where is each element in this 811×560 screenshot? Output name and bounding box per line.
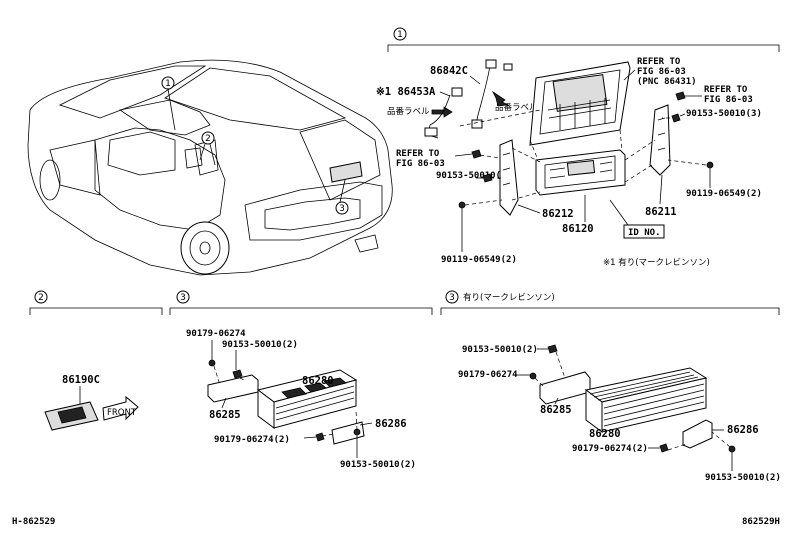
section-2: 2 86190C FRONT — [29, 290, 163, 431]
section-2-callout: 2 — [38, 293, 44, 303]
section-3-callout: 3 — [180, 293, 186, 303]
refer-2b: FIG 86-03 — [704, 95, 753, 105]
footer-right-code: 862529H — [742, 517, 780, 527]
note-1: ※1 有り(マークレビンソン) — [603, 257, 710, 268]
label-hinban-1: 品番ラベル — [387, 106, 430, 117]
car-illustration: 1 2 3 — [27, 59, 393, 276]
label-s3-86285: 86285 — [209, 409, 241, 421]
label-90119-left: 90119-06549(2) — [441, 255, 517, 265]
label-86190C: 86190C — [62, 374, 100, 386]
label-s3-90153-b: 90153-50010(2) — [340, 460, 416, 470]
label-s3-90179-a: 90179-06274 — [186, 329, 246, 339]
refer-1c: (PNC 86431) — [637, 77, 697, 87]
label-s3-86280: 86280 — [302, 375, 334, 387]
label-90119-right: 90119-06549(2) — [686, 189, 762, 199]
section-1-callout: 1 — [397, 30, 403, 40]
front-arrow-label: FRONT — [107, 408, 137, 418]
label-s3b-90179-a: 90179-06274 — [458, 370, 518, 380]
section-3b-callout: 3 — [449, 293, 455, 303]
label-s3b-86286: 86286 — [727, 424, 759, 436]
label-s3b-86285: 86285 — [540, 404, 572, 416]
label-s3-90179-b: 90179-06274(2) — [214, 435, 290, 445]
section-1: 1 86842C ※1 86453A 品番ラベル 品番ラベル REFER TO … — [376, 27, 780, 268]
callout-1: 1 — [165, 79, 171, 89]
refer-1b: FIG 86-03 — [637, 67, 686, 77]
refer-1a: REFER TO — [637, 57, 681, 67]
label-id-no: ID NO. — [628, 228, 661, 238]
label-86842C: 86842C — [430, 65, 468, 77]
footer-left-code: H-862529 — [12, 517, 55, 527]
refer-3a: REFER TO — [396, 149, 440, 159]
label-s3-90153-a: 90153-50010(2) — [222, 340, 298, 350]
section-3: 3 90179-06274 90153-50010(2) 86285 86280… — [169, 290, 433, 470]
section-3b: 3 有り(マークレビンソン) 90153-50010(2) 90179-0627… — [440, 290, 781, 483]
label-86120: 86120 — [562, 223, 594, 235]
label-hinban-2: 品番ラベル — [495, 102, 538, 113]
refer-3b: FIG 86-03 — [396, 159, 445, 169]
label-s3b-90153-a: 90153-50010(2) — [462, 345, 538, 355]
label-86453A: ※1 86453A — [376, 86, 436, 98]
label-s3b-90179-b: 90179-06274(2) — [572, 444, 648, 454]
label-90153-top-right: 90153-50010(3) — [686, 109, 762, 119]
callout-2: 2 — [205, 134, 211, 144]
callout-3: 3 — [339, 204, 345, 214]
label-90153-top-left: 90153-50010(3) — [436, 171, 512, 181]
refer-2a: REFER TO — [704, 85, 748, 95]
label-86212: 86212 — [542, 208, 574, 220]
label-s3b-86280: 86280 — [589, 428, 621, 440]
section-3b-title: 有り(マークレビンソン) — [463, 292, 555, 303]
label-86211: 86211 — [645, 206, 677, 218]
label-s3-86286: 86286 — [375, 418, 407, 430]
label-s3b-90153-b: 90153-50010(2) — [705, 473, 781, 483]
